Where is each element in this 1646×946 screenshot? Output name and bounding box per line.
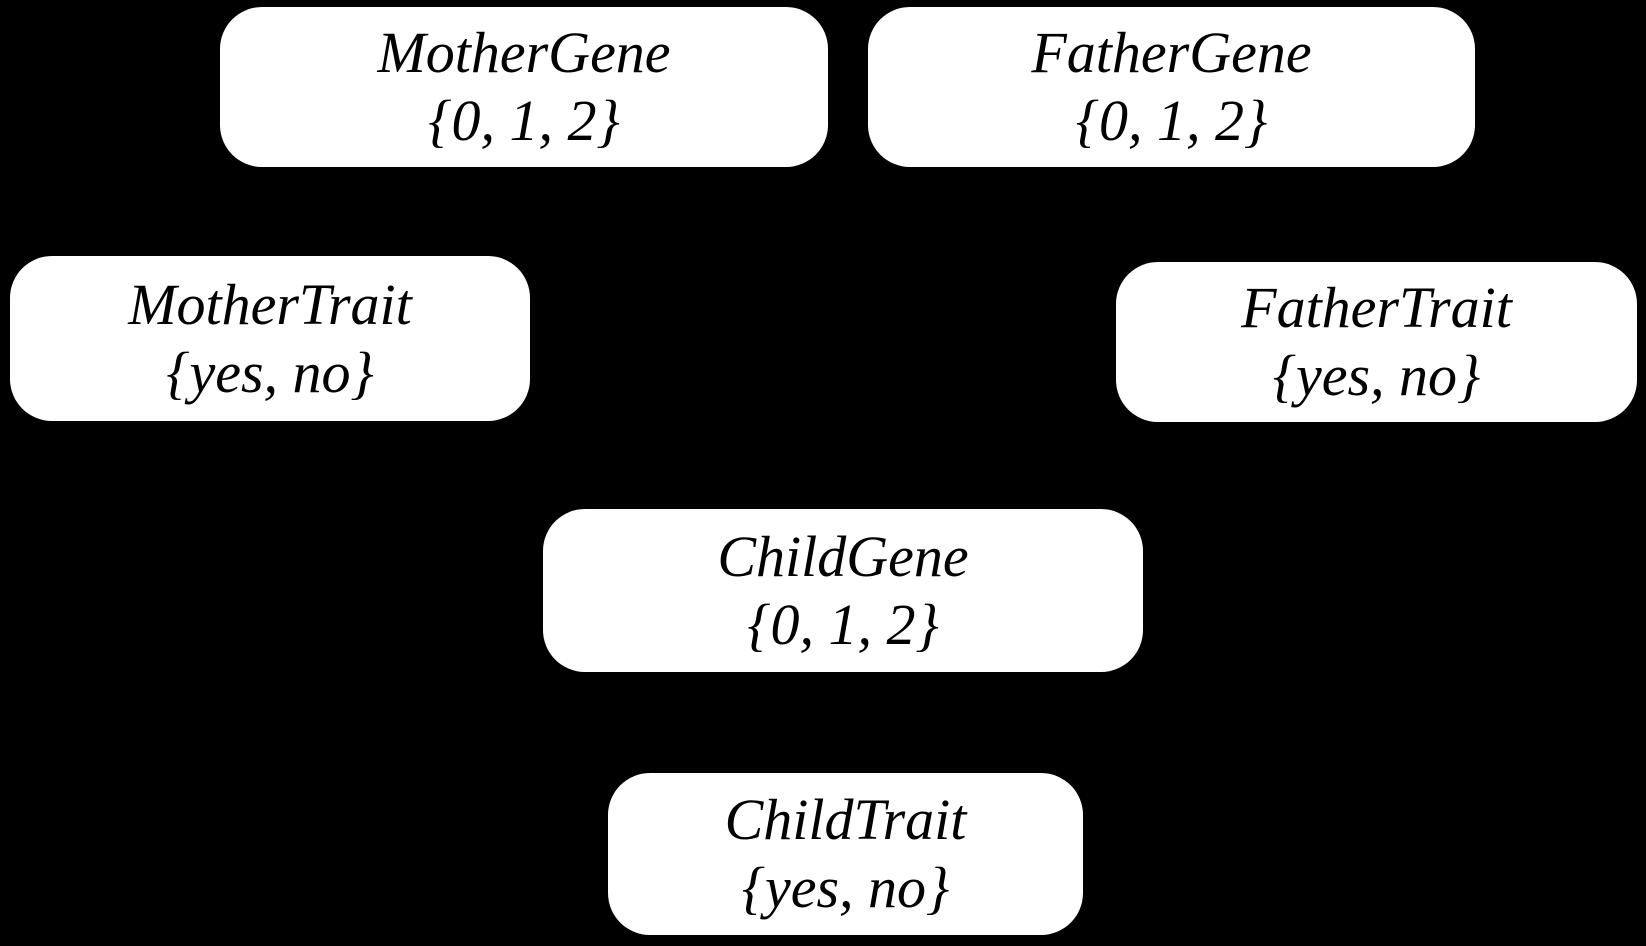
node-mother-gene: MotherGene {0, 1, 2}	[220, 7, 828, 167]
node-child-trait-domain: {yes, no}	[741, 855, 950, 920]
node-father-trait-title: FatherTrait	[1241, 275, 1512, 341]
node-mother-gene-domain: {0, 1, 2}	[428, 88, 620, 153]
node-mother-trait-domain: {yes, no}	[166, 339, 374, 405]
node-father-gene: FatherGene {0, 1, 2}	[868, 7, 1475, 167]
node-father-trait: FatherTrait {yes, no}	[1116, 262, 1637, 422]
node-mother-trait-title: MotherTrait	[128, 271, 412, 337]
node-child-trait-title: ChildTrait	[724, 787, 967, 853]
node-mother-trait: MotherTrait {yes, no}	[10, 256, 530, 421]
node-child-gene-domain: {0, 1, 2}	[747, 591, 939, 657]
node-child-gene-title: ChildGene	[717, 523, 969, 589]
node-child-gene: ChildGene {0, 1, 2}	[543, 509, 1143, 672]
node-father-trait-domain: {yes, no}	[1272, 343, 1481, 408]
node-father-gene-domain: {0, 1, 2}	[1075, 88, 1268, 153]
node-mother-gene-title: MotherGene	[377, 20, 671, 86]
node-father-gene-title: FatherGene	[1031, 20, 1312, 86]
node-child-trait: ChildTrait {yes, no}	[608, 773, 1083, 935]
